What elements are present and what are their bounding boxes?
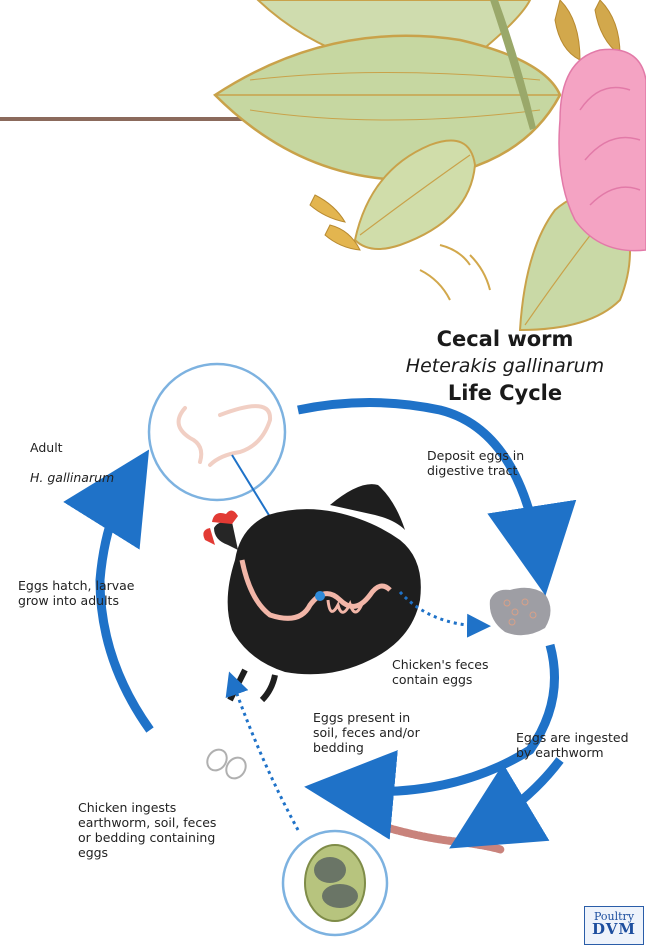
dotted-arrow-to-chicken — [232, 680, 298, 830]
botanical-ornament — [215, 0, 646, 330]
label-chicken-ingests: Chicken ingests earthworm, soil, feces o… — [78, 800, 216, 860]
label-eggs-hatch: Eggs hatch, larvae grow into adults — [18, 578, 135, 608]
eggs-illustration — [203, 746, 249, 782]
label-feces-eggs: Chicken's feces contain eggs — [392, 657, 489, 687]
label-eggs-present: Eggs present in soil, feces and/or beddi… — [313, 710, 420, 755]
label-adult: Adult H. gallinarum — [30, 425, 114, 500]
title-life-cycle: Life Cycle — [370, 380, 640, 406]
egg-circle — [283, 831, 387, 935]
poultry-dvm-logo: Poultry DVM — [584, 906, 644, 945]
diagram-title: Cecal worm Heterakis gallinarum Life Cyc… — [370, 326, 640, 406]
feces-illustration — [490, 588, 551, 635]
chicken-illustration — [203, 484, 421, 700]
label-adult-text: Adult — [30, 440, 114, 455]
title-common-name: Cecal worm — [370, 326, 640, 352]
adult-worm-circle — [149, 364, 285, 500]
label-earthworm-ingests: Eggs are ingested by earthworm — [516, 730, 629, 760]
logo-line2: DVM — [585, 923, 643, 936]
label-deposit-eggs: Deposit eggs in digestive tract — [427, 448, 524, 478]
label-adult-species: H. gallinarum — [30, 470, 114, 485]
title-species: Heterakis gallinarum — [370, 352, 640, 380]
